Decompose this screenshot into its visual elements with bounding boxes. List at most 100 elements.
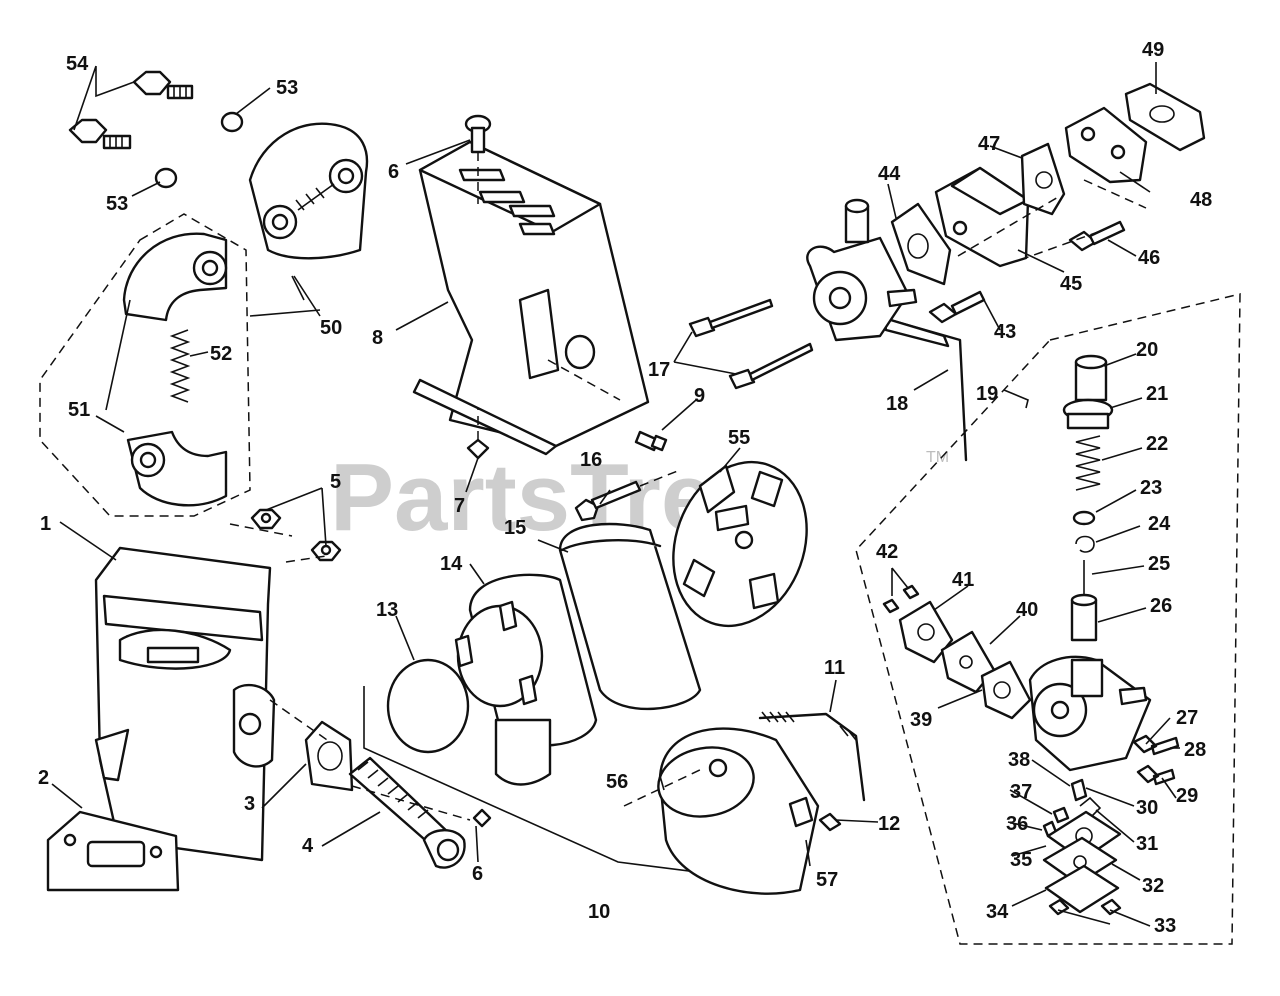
callout-28: 28 [1184,739,1206,761]
callout-23: 23 [1140,477,1162,499]
throttle-sleeve-26 [1070,593,1098,642]
callout-16: 16 [580,449,602,471]
callout-53-upper: 53 [276,77,298,99]
callout-30: 30 [1136,797,1158,819]
gasket-39 [980,660,1032,720]
gasket-47 [1020,142,1066,216]
muffler [94,546,276,862]
callout-4: 4 [302,835,314,857]
callout-1: 1 [40,513,51,535]
callout-41: 41 [952,569,974,591]
carb-gasket-44 [890,202,952,286]
callout-54: 54 [66,53,89,75]
callout-42: 42 [876,541,898,563]
callout-18: 18 [886,393,908,415]
callout-35: 35 [1010,849,1032,871]
clutch-shoe-upper [122,232,228,322]
callout-45: 45 [1060,273,1082,295]
throttle-valve-20 [1074,354,1108,402]
callout-10: 10 [588,901,610,923]
callout-21: 21 [1146,383,1168,405]
bolt-46 [1068,220,1126,252]
starter-cable [758,711,866,802]
clutch-shoe-group-boundary [39,213,251,517]
callout-46: 46 [1138,247,1160,269]
callout-26: 26 [1150,595,1172,617]
engine-shroud [412,140,650,456]
throttle-cable-17a [688,298,774,338]
gasket-49 [1124,82,1206,152]
filter-foam-disc [386,658,470,754]
starter-cup [623,727,820,895]
screws-33 [1048,898,1122,916]
callout-labels: 54 53 53 50 52 51 5 1 2 3 4 6 6 8 7 9 16… [38,39,1212,937]
exhaust-guides [269,699,471,821]
callout-56: 56 [606,771,628,793]
callout-8: 8 [372,327,383,349]
callout-55: 55 [728,427,750,449]
callout-34: 34 [986,901,1009,923]
callout-37: 37 [1010,781,1032,803]
callout-44: 44 [878,163,901,185]
callout-9: 9 [694,385,705,407]
callout-6-upper: 6 [388,161,399,183]
callout-15: 15 [504,517,526,539]
callout-19: 19 [976,383,998,405]
callout-57: 57 [816,869,838,891]
callout-14: 14 [440,553,463,575]
leader-lines [51,62,1180,927]
screw-29 [1136,764,1176,786]
reed-block-48 [1064,106,1148,184]
callout-27: 27 [1176,707,1198,729]
carburetor-parts-boundary [855,293,1241,945]
callout-22: 22 [1146,433,1168,455]
callout-49: 49 [1142,39,1164,61]
callout-47: 47 [978,133,1000,155]
clip-24 [1075,535,1095,553]
cable-fitting [818,812,842,832]
muffler-gasket [46,810,180,892]
bolt-43 [928,290,986,324]
callout-13: 13 [376,599,398,621]
carburetor-body [1028,655,1152,772]
clutch-assembly [248,122,369,260]
callout-2: 2 [38,767,49,789]
callout-39: 39 [910,709,932,731]
carb-mount-guides [957,179,1147,261]
callout-3: 3 [244,793,255,815]
callout-31: 31 [1136,833,1158,855]
callout-38: 38 [1008,749,1030,771]
clutch-shoe-lower [126,430,228,507]
pin-37 [1052,806,1070,824]
needle-valve-30 [1070,778,1088,802]
callout-6-lower: 6 [472,863,483,885]
screw-27-28 [1132,734,1180,756]
callout-36: 36 [1006,813,1028,835]
clutch-bolt-upper [132,70,194,100]
carb-screws-42 [882,584,920,614]
valve-cap-21 [1062,398,1114,430]
screw-6-lower [472,808,492,828]
air-filter-housing [454,573,598,786]
filter-bolt [574,469,681,522]
callout-50: 50 [320,317,342,339]
clutch-spring [169,329,191,403]
watermark-trademark: TM [926,449,949,466]
callout-7: 7 [454,495,465,517]
callout-40: 40 [1016,599,1038,621]
callout-24: 24 [1148,513,1171,535]
air-filter-element [558,522,702,711]
muffler-stud-guides [229,523,327,563]
callout-25: 25 [1148,553,1170,575]
screw-9 [634,430,668,452]
callout-20: 20 [1136,339,1158,361]
clutch-bolt-lower [68,118,132,150]
callout-11: 11 [824,657,845,679]
retainer-23 [1072,510,1096,526]
callout-53-lower: 53 [106,193,128,215]
callout-5: 5 [330,471,341,493]
callout-51: 51 [68,399,90,421]
screw-7 [466,408,490,460]
screw-6-upper [464,114,492,204]
